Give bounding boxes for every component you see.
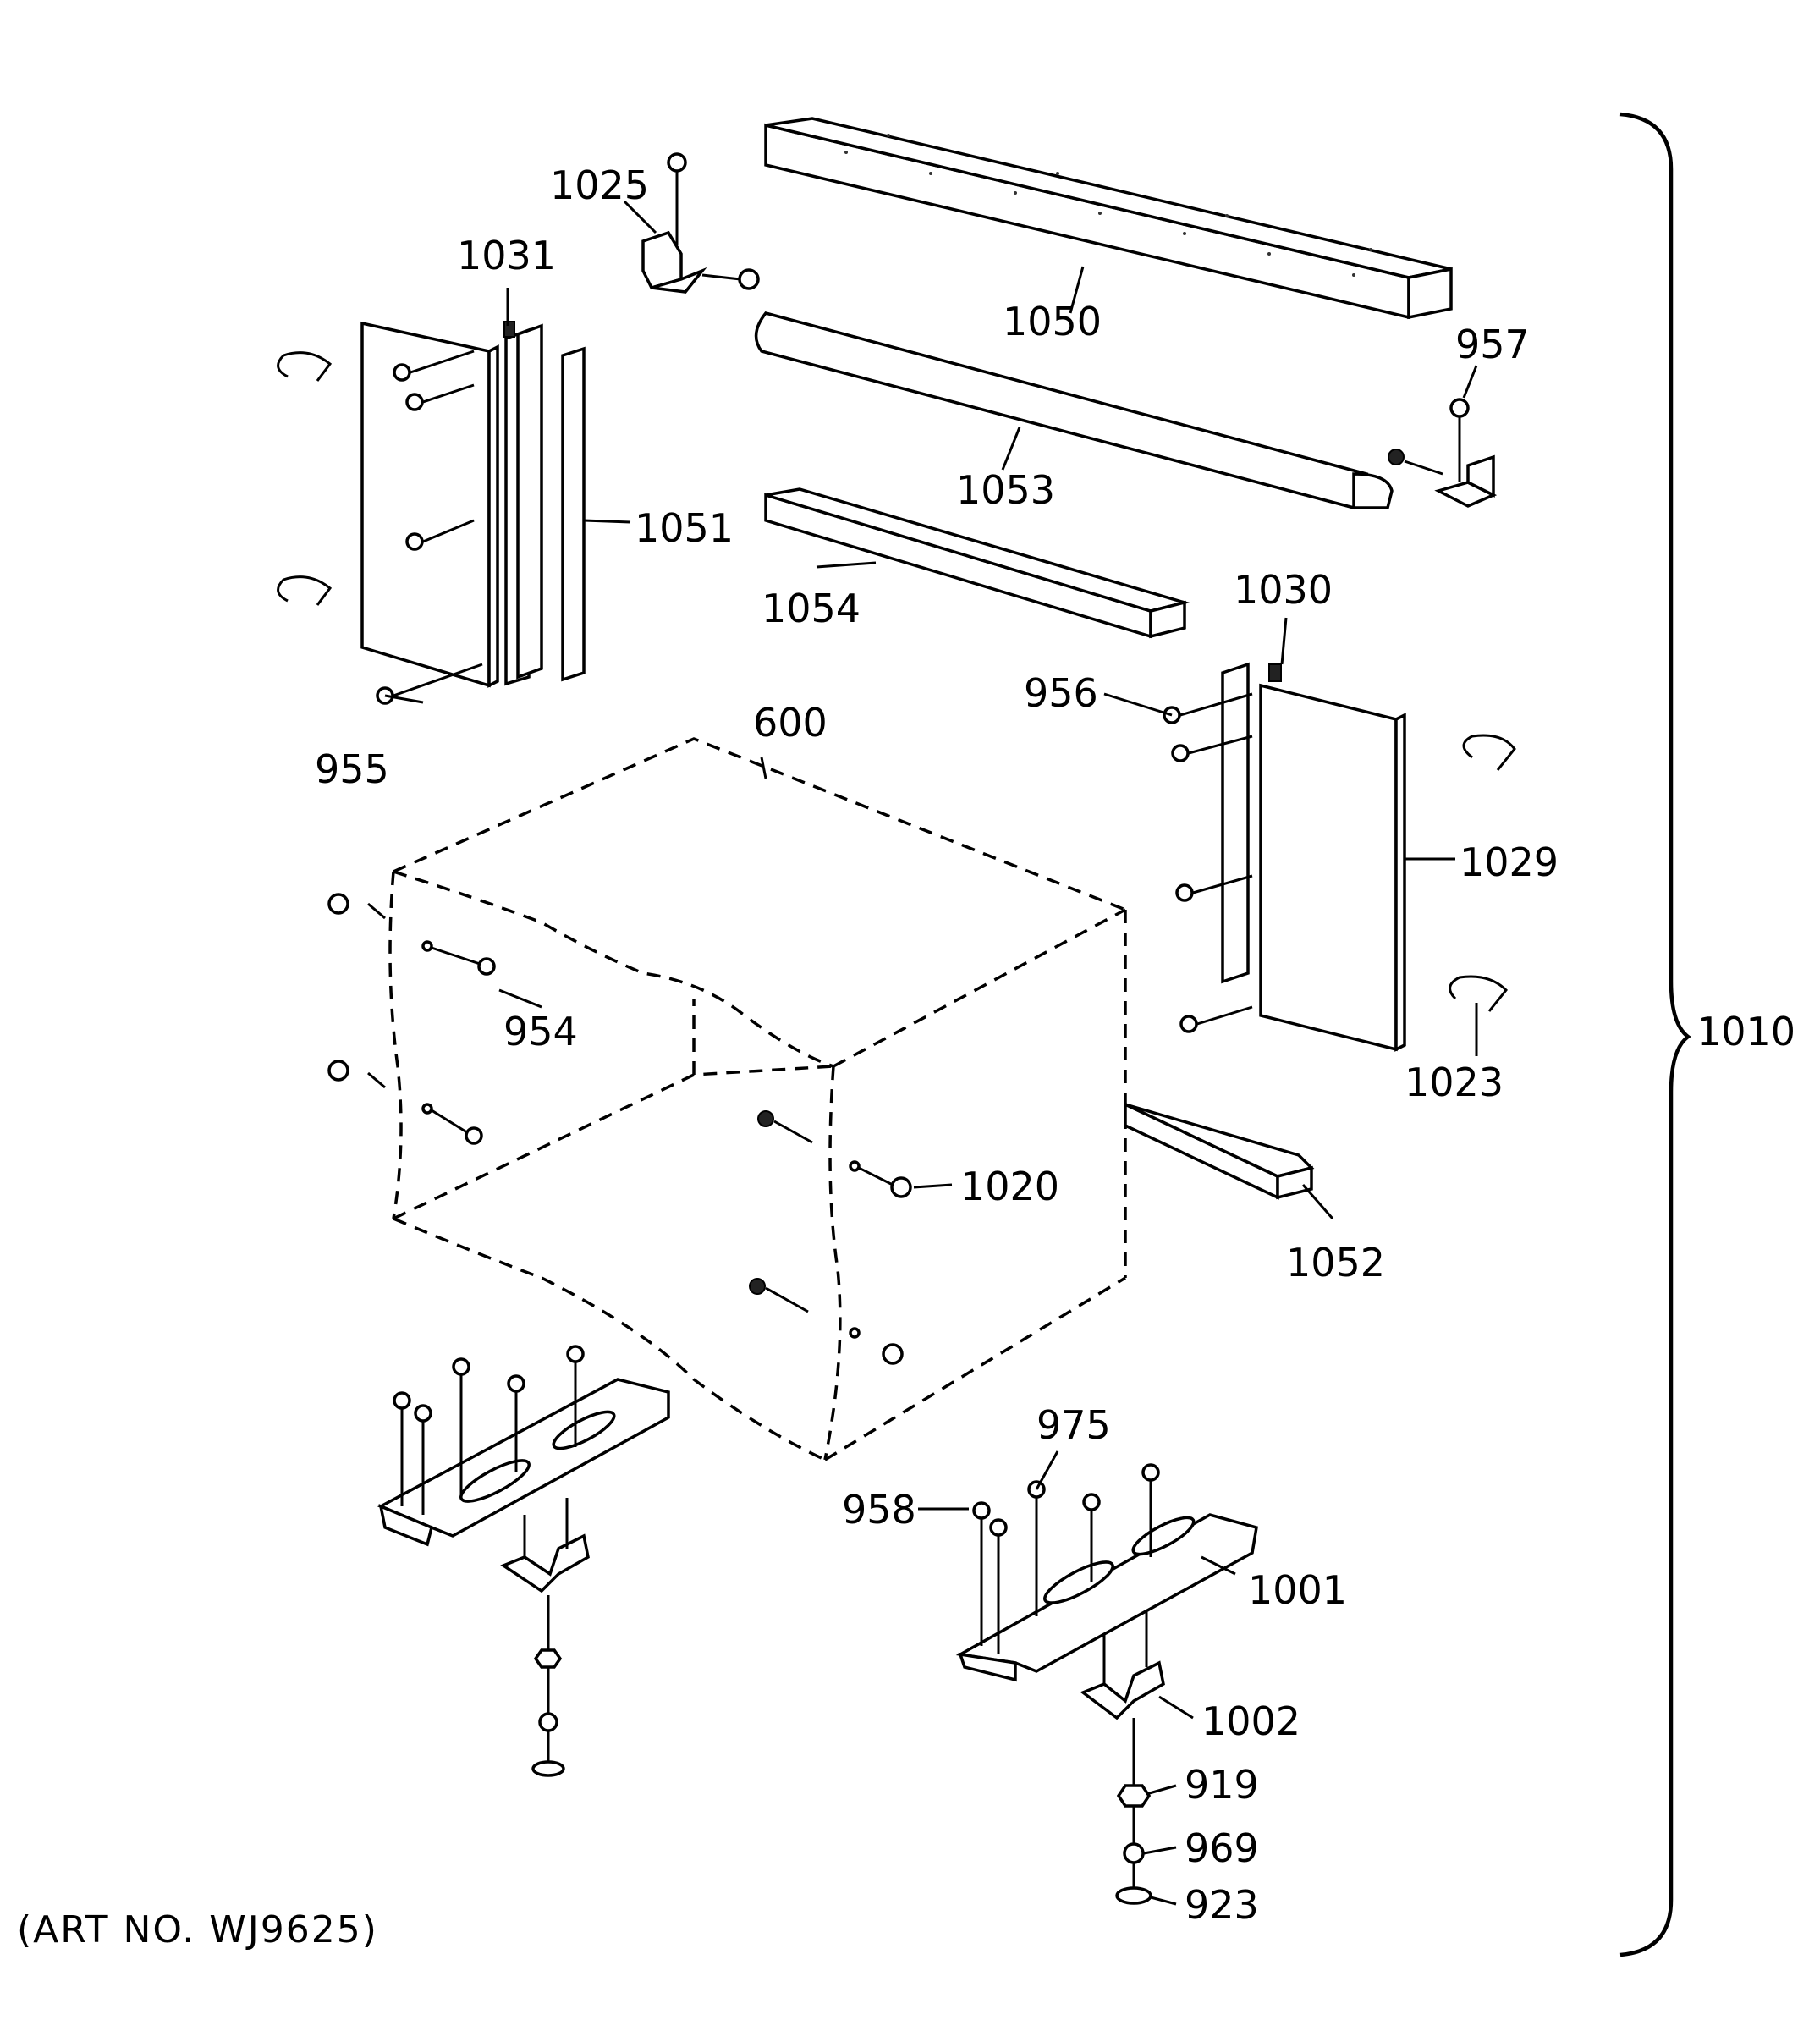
cabinet-outline-600 — [388, 737, 1127, 1461]
foam-strip-1050 — [764, 117, 1453, 320]
label-955: 955 — [315, 746, 389, 792]
right-mounting-rail — [955, 1463, 1258, 1905]
label-1054: 1054 — [762, 586, 861, 631]
label-1051: 1051 — [635, 505, 734, 551]
label-923: 923 — [1185, 1882, 1259, 1928]
label-975: 975 — [1036, 1402, 1111, 1448]
label-1025: 1025 — [550, 162, 649, 208]
label-1053: 1053 — [956, 467, 1055, 513]
label-919: 919 — [1185, 1762, 1259, 1808]
label-1001: 1001 — [1248, 1567, 1347, 1613]
label-957: 957 — [1455, 322, 1530, 367]
label-1052: 1052 — [1286, 1240, 1385, 1285]
right-side-panel-assembly — [1163, 662, 1516, 1052]
leader-lines — [367, 200, 1478, 1906]
label-1020: 1020 — [960, 1164, 1059, 1209]
label-1010: 1010 — [1696, 1009, 1795, 1054]
label-1029: 1029 — [1460, 839, 1559, 885]
label-958: 958 — [842, 1487, 916, 1533]
bracket-957 — [1388, 398, 1498, 508]
label-969: 969 — [1185, 1825, 1259, 1871]
assembly-brace-1010 — [1619, 112, 1691, 1957]
bracket-1025 — [641, 152, 760, 294]
label-956: 956 — [1024, 670, 1098, 716]
foam-strip-1052 — [1124, 1102, 1315, 1200]
label-1031: 1031 — [457, 233, 556, 278]
left-side-panel-assembly — [277, 321, 586, 705]
label-1002: 1002 — [1201, 1698, 1300, 1744]
label-600: 600 — [753, 700, 828, 746]
label-1023: 1023 — [1405, 1060, 1504, 1105]
label-1030: 1030 — [1234, 567, 1333, 613]
cabinet-fasteners — [327, 893, 912, 1365]
left-mounting-rail — [377, 1345, 670, 1777]
label-1050: 1050 — [1003, 299, 1102, 344]
label-954: 954 — [503, 1009, 578, 1054]
foam-strip-1054 — [764, 487, 1190, 639]
art-number: (ART NO. WJ9625) — [17, 1908, 378, 1951]
tube-gasket-1053 — [754, 311, 1394, 510]
